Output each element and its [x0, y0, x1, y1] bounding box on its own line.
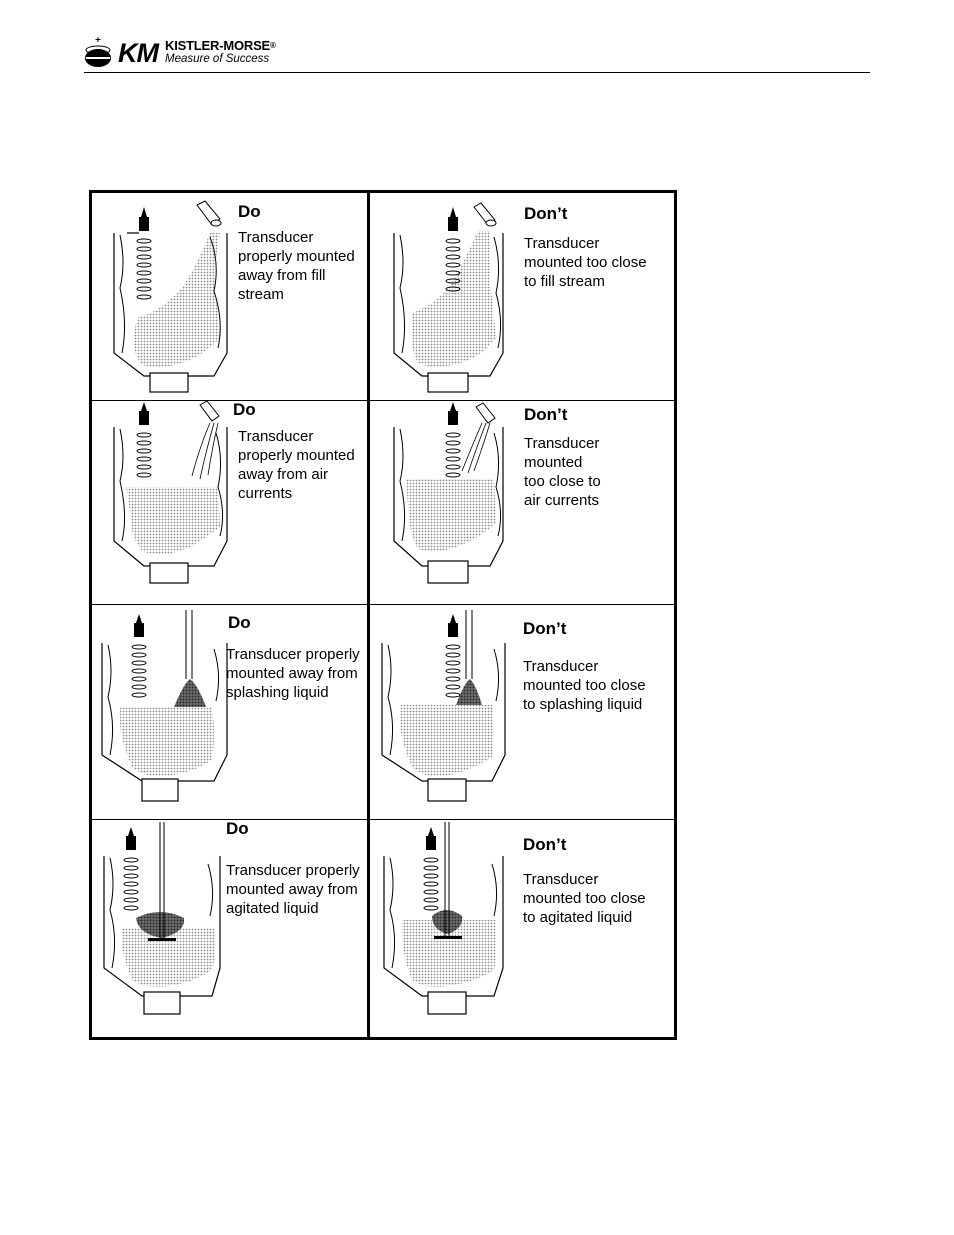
- description-line: to agitated liquid: [523, 909, 633, 926]
- page-header: KM KISTLER-MORSE® Measure of Success: [84, 36, 870, 72]
- description-line: air currents: [524, 492, 600, 509]
- panel-do-splashing-liquid: Do Transducer properly mounted away from…: [92, 605, 367, 819]
- description-line: properly mounted: [238, 248, 355, 265]
- description-line: agitated liquid: [226, 900, 319, 917]
- tank-splashing-do-illustration: [101, 610, 228, 802]
- panel-heading: Don’t: [523, 619, 567, 638]
- description-line: away from fill: [238, 267, 326, 284]
- tank-fill-stream-dont-illustration: [393, 202, 504, 393]
- panel-description: Transducer mounted too close to splashin…: [523, 657, 646, 714]
- tank-splashing-dont-illustration: [381, 610, 506, 802]
- panel-description: Transducer properly mounted away from ai…: [238, 427, 355, 503]
- panel-heading: Don’t: [524, 405, 568, 424]
- row-divider: [92, 604, 674, 605]
- panel-description: Transducer mounted too close to air curr…: [524, 434, 601, 510]
- panel-heading: Don’t: [524, 204, 568, 223]
- description-line: mounted: [524, 454, 583, 471]
- mounting-guidelines-table: Do Transducer properly mounted away from…: [89, 190, 677, 1040]
- panel-description: Transducer properly mounted away from ag…: [226, 861, 360, 918]
- description-line: splashing liquid: [226, 684, 329, 701]
- panel-heading: Do: [233, 400, 256, 419]
- panel-dont-fill-stream: Don’t Transducer mounted too close to fi…: [370, 193, 674, 400]
- logo-company-name: KISTLER-MORSE®: [165, 39, 276, 53]
- description-line: stream: [238, 286, 284, 303]
- description-line: mounted too close: [524, 254, 647, 271]
- description-line: Transducer: [524, 435, 600, 452]
- description-line: mounted too close: [523, 890, 646, 907]
- panel-description: Transducer properly mounted away from sp…: [226, 645, 360, 702]
- column-divider: [367, 193, 370, 1037]
- description-line: Transducer properly: [226, 646, 360, 663]
- description-line: too close to: [524, 473, 601, 490]
- panel-heading: Do: [226, 819, 249, 838]
- panel-description: Transducer properly mounted away from fi…: [238, 228, 355, 304]
- row-divider: [92, 400, 674, 401]
- description-line: Transducer: [238, 428, 314, 445]
- description-line: Transducer properly: [226, 862, 360, 879]
- panel-dont-air-currents: Don’t Transducer mounted too close to ai…: [370, 401, 674, 604]
- panel-heading: Do: [228, 613, 251, 632]
- panel-do-air-currents: Do Transducer properly mounted away from…: [92, 400, 367, 604]
- tank-fill-stream-do-illustration: [113, 200, 228, 393]
- description-line: properly mounted: [238, 447, 355, 464]
- description-line: Transducer: [523, 658, 599, 675]
- tank-air-currents-dont-illustration: [393, 402, 504, 584]
- description-line: away from air: [238, 466, 329, 483]
- tank-agitated-dont-illustration: [383, 822, 504, 1015]
- logo-name-text: KISTLER-MORSE: [165, 38, 271, 53]
- description-line: Transducer: [523, 871, 599, 888]
- logo-tagline: Measure of Success: [165, 53, 270, 65]
- logo-initials: KM: [118, 38, 159, 68]
- logo-registered-mark: ®: [270, 41, 276, 50]
- panel-do-agitated-liquid: Do Transducer properly mounted away from…: [92, 819, 367, 1037]
- description-line: mounted away from: [226, 665, 358, 682]
- description-line: Transducer: [238, 229, 314, 246]
- panel-description: Transducer mounted too close to fill str…: [524, 234, 647, 291]
- panel-description: Transducer mounted too close to agitated…: [523, 870, 646, 927]
- description-line: to splashing liquid: [523, 696, 643, 713]
- panel-do-fill-stream: Do Transducer properly mounted away from…: [92, 193, 367, 400]
- description-line: mounted too close: [523, 677, 646, 694]
- row-divider: [92, 819, 674, 820]
- tank-agitated-do-illustration: [103, 822, 221, 1015]
- description-line: currents: [238, 485, 293, 502]
- panel-dont-splashing-liquid: Don’t Transducer mounted too close to sp…: [370, 605, 674, 819]
- description-line: mounted away from: [226, 881, 358, 898]
- tank-air-currents-do-illustration: [113, 400, 228, 584]
- header-rule: [84, 72, 870, 73]
- panel-heading: Don’t: [523, 835, 567, 854]
- description-line: Transducer: [524, 235, 600, 252]
- kistler-morse-logo-icon: [85, 37, 111, 67]
- description-line: to fill stream: [524, 273, 605, 290]
- panel-heading: Do: [238, 202, 261, 221]
- panel-dont-agitated-liquid: Don’t Transducer mounted too close to ag…: [370, 820, 674, 1037]
